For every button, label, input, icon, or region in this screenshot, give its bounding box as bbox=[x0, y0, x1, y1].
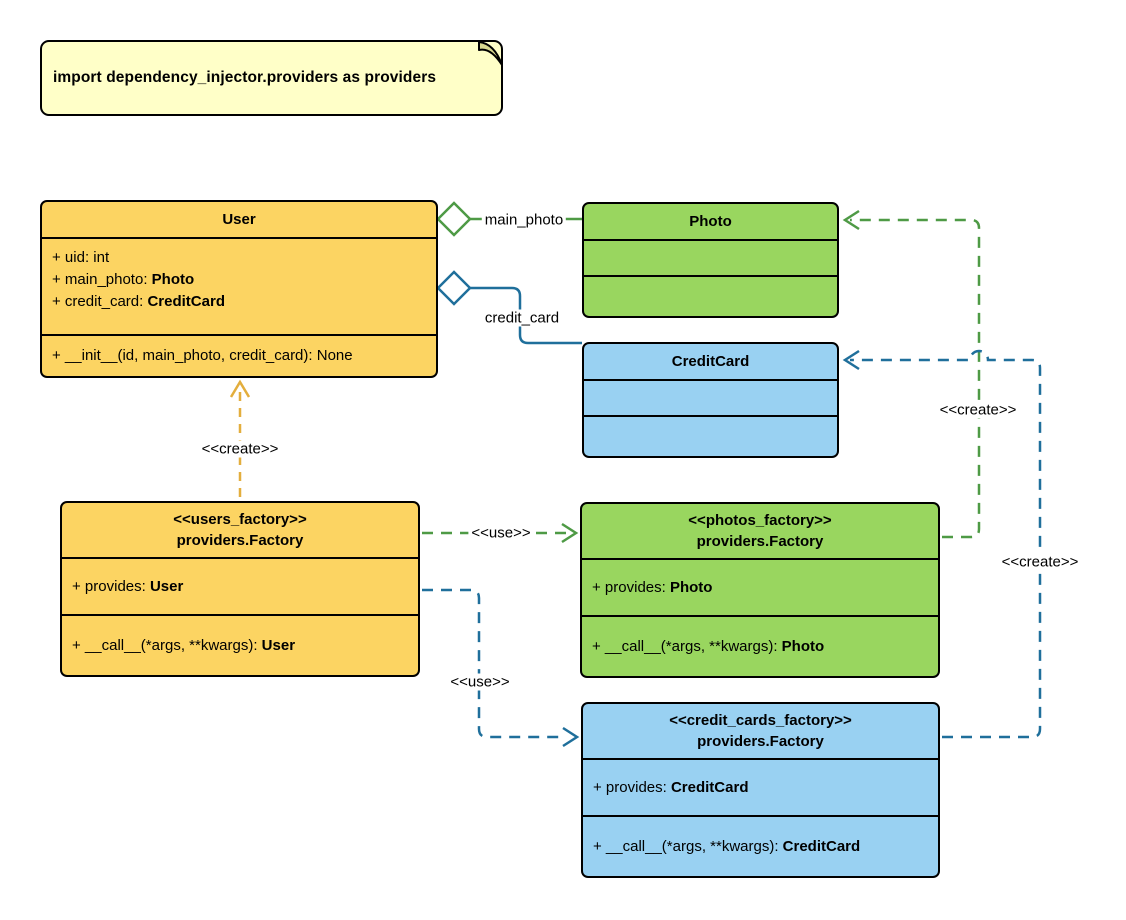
class-box-photos-factory: <<photos_factory>> providers.Factory + p… bbox=[580, 502, 940, 678]
attribute-row: + provides: Photo bbox=[592, 577, 928, 599]
class-stereotype: <<photos_factory>> bbox=[688, 512, 832, 529]
aggregation-diamond-main-photo bbox=[436, 201, 472, 237]
attribute-row: + provides: User bbox=[72, 576, 408, 598]
class-box-photo: Photo bbox=[582, 202, 839, 318]
class-stereotype: <<users_factory>> bbox=[173, 511, 307, 528]
create-photo-arrowhead bbox=[842, 209, 860, 231]
class-header-credit-cards-factory: <<credit_cards_factory>> providers.Facto… bbox=[583, 704, 938, 760]
class-attributes-photos-factory: + provides: Photo bbox=[582, 560, 938, 617]
class-title: providers.Factory bbox=[696, 533, 824, 550]
class-stereotype: <<credit_cards_factory>> bbox=[669, 712, 852, 729]
class-methods-user: + __init__(id, main_photo, credit_card):… bbox=[42, 336, 436, 376]
attribute-row: + uid: int bbox=[52, 247, 426, 269]
class-methods-photos-factory: + __call__(*args, **kwargs): Photo bbox=[582, 617, 938, 676]
attribute-type: Photo bbox=[151, 271, 195, 288]
class-attributes-credit-cards-factory: + provides: CreditCard bbox=[583, 760, 938, 817]
class-attributes-credit-card bbox=[584, 381, 837, 417]
attribute-row: + main_photo: Photo bbox=[52, 269, 426, 291]
attribute-type: User bbox=[149, 577, 184, 595]
class-box-user: User + uid: int + main_photo: Photo + cr… bbox=[40, 200, 438, 378]
class-methods-users-factory: + __call__(*args, **kwargs): User bbox=[62, 616, 418, 675]
class-attributes-users-factory: + provides: User bbox=[62, 559, 418, 616]
attribute-text: + credit_card: bbox=[52, 293, 148, 310]
method-row: + __call__(*args, **kwargs): Photo bbox=[592, 636, 928, 658]
method-row: + __call__(*args, **kwargs): User bbox=[72, 635, 408, 657]
method-text: + __call__(*args, **kwargs): bbox=[72, 636, 262, 654]
method-row: + __call__(*args, **kwargs): CreditCard bbox=[593, 836, 928, 858]
create-credit-card-arrowhead bbox=[842, 349, 860, 371]
attribute-row: + provides: CreditCard bbox=[593, 777, 928, 799]
class-title: providers.Factory bbox=[176, 532, 304, 549]
class-header-users-factory: <<users_factory>> providers.Factory bbox=[62, 503, 418, 559]
method-type: User bbox=[261, 636, 296, 654]
class-header-photo: Photo bbox=[584, 204, 837, 241]
edge-label-create-credit-card: <<create>> bbox=[998, 553, 1082, 571]
note-import-providers: import dependency_injector.providers as … bbox=[40, 40, 503, 116]
attribute-type: Photo bbox=[669, 578, 713, 596]
edge-label-main-photo: main_photo bbox=[481, 211, 567, 229]
class-header-photos-factory: <<photos_factory>> providers.Factory bbox=[582, 504, 938, 560]
class-methods-photo bbox=[584, 277, 837, 316]
class-title: CreditCard bbox=[671, 353, 750, 370]
class-title: User bbox=[222, 211, 256, 228]
edge-label-create-user: <<create>> bbox=[198, 440, 282, 458]
method-row: + __init__(id, main_photo, credit_card):… bbox=[52, 345, 426, 367]
use-credit-cards-arrowhead bbox=[562, 726, 580, 748]
attribute-text: + uid: int bbox=[52, 249, 110, 266]
class-header-credit-card: CreditCard bbox=[584, 344, 837, 381]
class-box-credit-cards-factory: <<credit_cards_factory>> providers.Facto… bbox=[581, 702, 940, 878]
class-methods-credit-cards-factory: + __call__(*args, **kwargs): CreditCard bbox=[583, 817, 938, 876]
attribute-text: + provides: bbox=[592, 578, 670, 596]
method-text: + __call__(*args, **kwargs): bbox=[593, 837, 783, 855]
method-text: + __init__(id, main_photo, credit_card):… bbox=[52, 347, 353, 364]
aggregation-diamond-credit-card bbox=[436, 270, 472, 306]
class-header-user: User bbox=[42, 202, 436, 239]
attribute-type: CreditCard bbox=[670, 778, 749, 796]
method-text: + __call__(*args, **kwargs): bbox=[592, 637, 782, 655]
edge-label-use-credit-cards: <<use>> bbox=[447, 673, 513, 691]
method-type: CreditCard bbox=[782, 837, 861, 855]
class-attributes-user: + uid: int + main_photo: Photo + credit_… bbox=[42, 239, 436, 336]
attribute-type: CreditCard bbox=[147, 293, 225, 310]
class-attributes-photo bbox=[584, 241, 837, 277]
edge-label-use-photos: <<use>> bbox=[468, 524, 534, 542]
attribute-text: + provides: bbox=[72, 577, 150, 595]
note-fold-icon bbox=[478, 41, 503, 66]
attribute-text: + main_photo: bbox=[52, 271, 152, 288]
edge-label-credit-card: credit_card bbox=[481, 309, 563, 327]
use-credit-cards-line bbox=[422, 588, 566, 739]
note-text: import dependency_injector.providers as … bbox=[53, 69, 437, 86]
create-photo-line bbox=[850, 218, 981, 539]
class-box-credit-card: CreditCard bbox=[582, 342, 839, 458]
class-box-users-factory: <<users_factory>> providers.Factory + pr… bbox=[60, 501, 420, 677]
create-user-arrowhead bbox=[229, 379, 251, 398]
class-methods-credit-card bbox=[584, 417, 837, 456]
use-photos-arrowhead bbox=[561, 522, 579, 544]
class-title: Photo bbox=[689, 213, 732, 230]
edge-label-create-photo: <<create>> bbox=[936, 401, 1020, 419]
method-type: Photo bbox=[781, 637, 825, 655]
class-title: providers.Factory bbox=[697, 733, 824, 750]
attribute-text: + provides: bbox=[593, 778, 671, 796]
attribute-row: + credit_card: CreditCard bbox=[52, 291, 426, 313]
